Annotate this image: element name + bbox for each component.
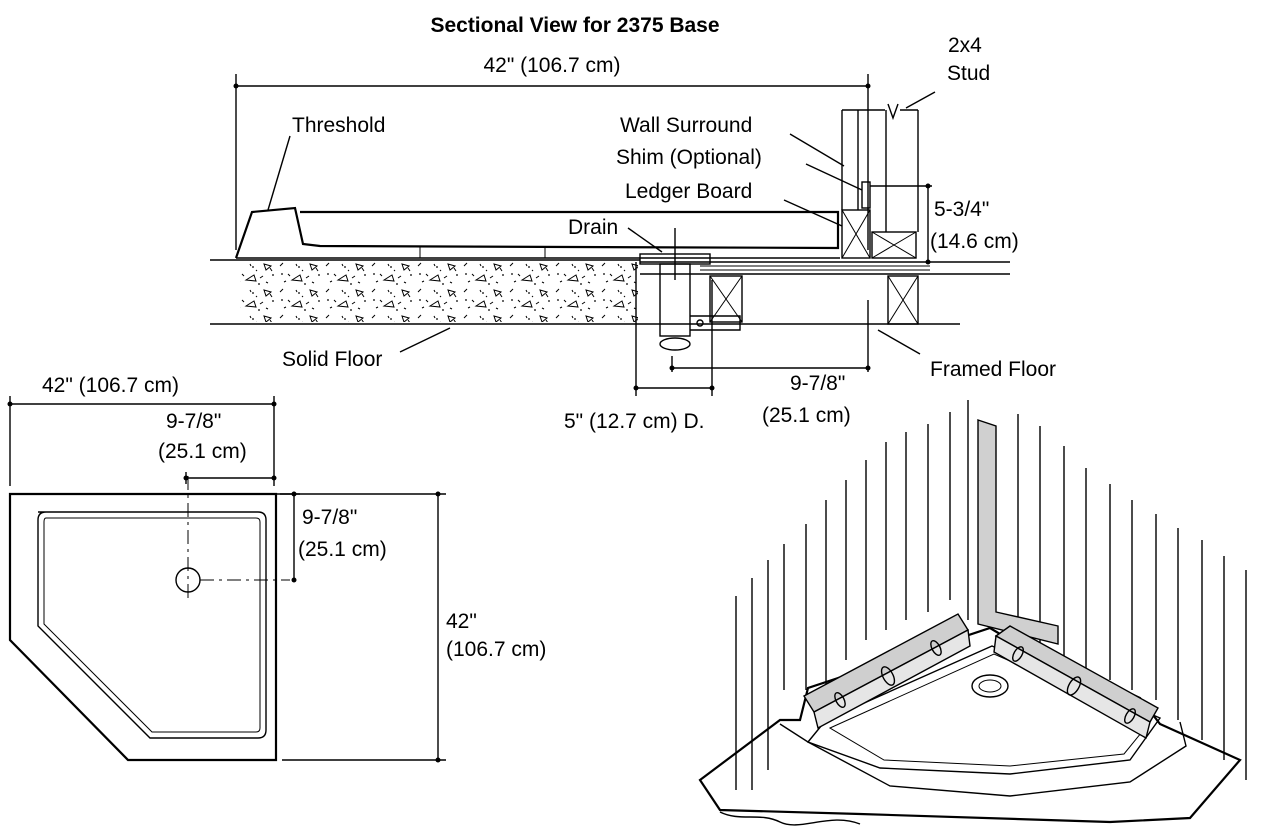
ledger-board <box>841 209 871 259</box>
concrete-fill <box>240 262 638 322</box>
plan-x-offset-line2: (25.1 cm) <box>158 440 247 463</box>
wall-surround-leader <box>789 133 845 167</box>
threshold-profile <box>234 206 840 259</box>
solid-floor-leader <box>399 327 451 353</box>
plan-y-offset-line2: (25.1 cm) <box>298 538 387 561</box>
perspective-illustration <box>698 400 1247 826</box>
floor-joist-2 <box>887 275 919 325</box>
overall-width-label: 42" (106.7 cm) <box>483 54 620 77</box>
drain-diameter-label: 5" (12.7 cm) D. <box>564 410 705 433</box>
threshold-leader <box>267 135 291 211</box>
drain-pipe <box>659 263 691 337</box>
vertical-level <box>977 419 1059 645</box>
plan-x-offset-line1: 9-7/8" <box>166 410 221 433</box>
plan-width-label: 42" (106.7 cm) <box>42 374 179 397</box>
base-inner-outline <box>37 511 267 739</box>
bottom-plate <box>871 231 917 259</box>
shim-leader <box>805 163 863 191</box>
level-right <box>993 625 1159 740</box>
drain-offset-label-line2: (25.1 cm) <box>762 404 851 427</box>
plan-depth-line2: (106.7 cm) <box>446 638 546 661</box>
plan-depth-line1: 42" <box>446 610 477 633</box>
height-label-line1: 5-3/4" <box>934 198 989 221</box>
height-label-line2: (14.6 cm) <box>930 230 1019 253</box>
wall-surround <box>841 110 859 210</box>
framed-floor-label: Framed Floor <box>930 358 1056 381</box>
drain-offset-label-line1: 9-7/8" <box>790 372 845 395</box>
wall-surround-label: Wall Surround <box>620 114 752 137</box>
ledger-board-label: Ledger Board <box>625 180 752 203</box>
ledger-board-leader <box>783 199 843 227</box>
threshold-label: Threshold <box>292 114 385 137</box>
plan-y-offset-line1: 9-7/8" <box>302 506 357 529</box>
shim-label: Shim (Optional) <box>616 146 762 169</box>
plan-view: 42" (106.7 cm) 9-7/8" (25.1 cm) 9-7/8" (… <box>7 374 546 763</box>
stud-leader <box>905 91 936 109</box>
floor-joist-1 <box>709 275 743 323</box>
drain-label: Drain <box>568 216 618 239</box>
sectional-view: 42" (106.7 cm) <box>210 34 1056 433</box>
perspective-drain <box>971 674 1009 698</box>
diagram-title: Sectional View for 2375 Base <box>430 14 719 37</box>
level-left <box>803 613 971 730</box>
drain-leader <box>627 227 663 253</box>
stud-label-line2: Stud <box>947 62 990 85</box>
stud-label-line1: 2x4 <box>948 34 982 57</box>
solid-floor-label: Solid Floor <box>282 348 382 371</box>
base-outline <box>8 492 278 762</box>
framed-floor-leader <box>877 329 921 355</box>
shim <box>861 181 871 209</box>
